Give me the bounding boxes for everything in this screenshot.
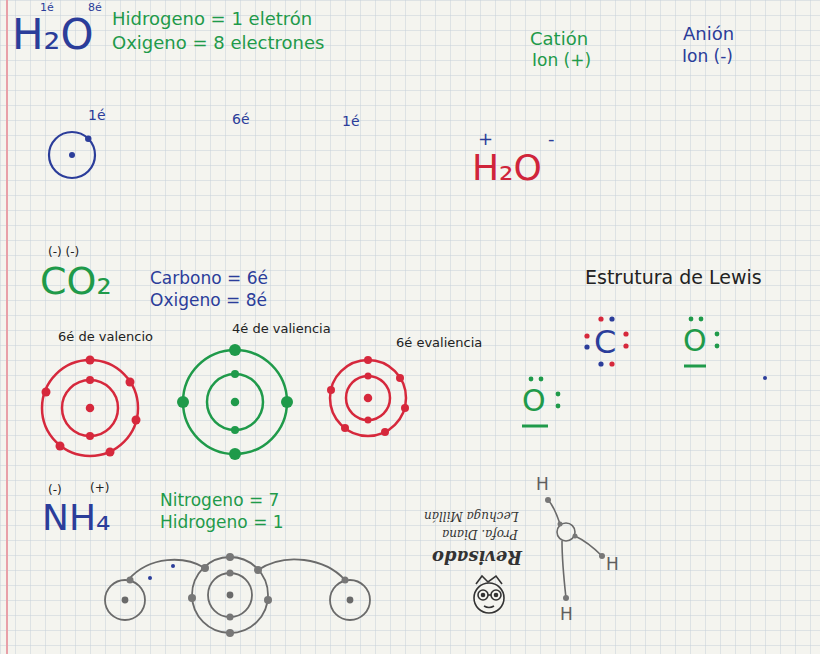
electron-count: 1é (88, 108, 106, 122)
carbon-atom (177, 344, 293, 460)
note: Oxigeno = 8 electrones (112, 34, 324, 52)
oxygen-atom (327, 356, 409, 436)
electron-count: 1é (40, 2, 54, 13)
formula: NH₄ (42, 500, 110, 536)
lewis-symbol: O (683, 326, 707, 356)
electron-count: 6é (232, 112, 250, 126)
lewis-symbol: O (522, 386, 546, 416)
valence-note: 6é de valencio (58, 330, 153, 343)
atom-symbol: H (536, 476, 549, 493)
note: Carbono = 6é (150, 270, 268, 287)
formula: H₂O (472, 150, 542, 186)
lewis-dots (522, 316, 767, 426)
charge-sign: - (548, 130, 555, 148)
stamp-text: Profa. Diana (442, 528, 518, 540)
valence-note: 6é evaliencia (396, 336, 482, 349)
charge-sign: (+) (90, 482, 109, 494)
term: Ion (+) (532, 52, 591, 69)
note: Hidrogeno = 1 (160, 514, 284, 531)
atom-circle (48, 131, 96, 179)
atom-symbol: H (606, 556, 619, 573)
electron-count: 1é (342, 114, 360, 128)
stamp-text: Lechuga Millán (424, 510, 519, 522)
ammonium-atoms (105, 553, 370, 637)
note: Hidrogeno = 1 eletrón (112, 10, 312, 28)
formula: H₂O (12, 14, 93, 56)
margin-line (6, 0, 8, 654)
stamp-text: Revisado (432, 548, 522, 566)
electron-count: 8é (88, 2, 102, 13)
lewis-symbol: C (594, 326, 616, 358)
valence-note: 4é de valiencia (232, 322, 331, 335)
term: Ion (-) (682, 48, 733, 65)
formula: CO₂ (40, 262, 112, 300)
oxygen-atom (42, 356, 141, 457)
note: Oxigeno = 8é (150, 292, 267, 309)
charge-sign: (-) (-) (48, 246, 79, 258)
heading: Estrutura de Lewis (585, 268, 762, 287)
charge-sign: + (478, 130, 493, 148)
term: Catión (530, 30, 588, 48)
atom-symbol: H (560, 606, 573, 623)
ammonium-sketch (545, 497, 605, 601)
stamp-owl (474, 576, 504, 613)
term: Anión (683, 25, 734, 43)
charge-sign: (-) (48, 484, 62, 496)
atom-outline (48, 131, 96, 179)
note: Nitrogeno = 7 (160, 492, 279, 509)
